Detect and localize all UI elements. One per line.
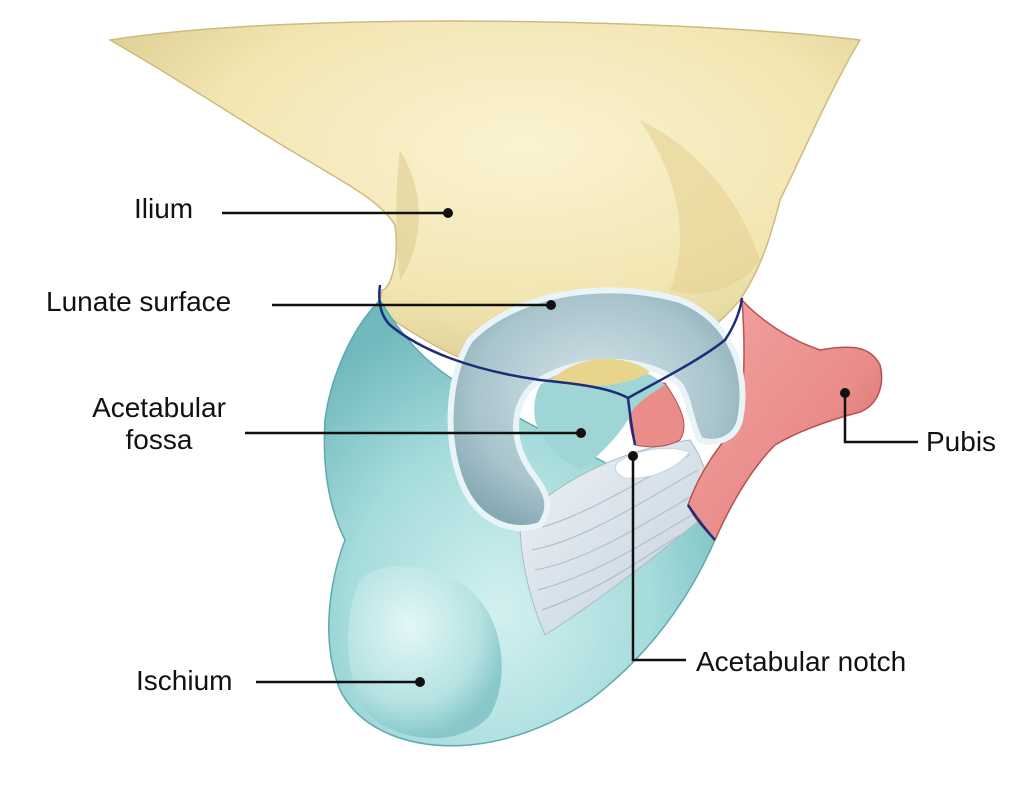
ischium-dot	[415, 677, 425, 687]
label-pubis: Pubis	[926, 426, 997, 457]
fossa-yellow-area	[552, 358, 650, 386]
label-ilium: Ilium	[134, 193, 194, 224]
suture-lines	[378, 284, 744, 541]
acetabular-fossa	[534, 366, 665, 470]
ilium-shading-2	[396, 150, 419, 280]
pubis-dot	[840, 388, 850, 398]
label-acetabular-fossa-line2: fossa	[125, 424, 193, 455]
lunate-dot	[546, 300, 556, 310]
ilium-shading	[640, 120, 760, 294]
ischial-tuberosity	[348, 566, 502, 739]
ilium-dot	[443, 208, 453, 218]
label-acetabular-fossa-line1: Acetabular	[92, 392, 226, 423]
label-ischium: Ischium	[136, 665, 233, 696]
leader-dots	[415, 208, 850, 687]
label-acetabular-fossa: Acetabular fossa	[74, 392, 244, 456]
notch-dot	[628, 451, 638, 461]
label-acetabular-notch: Acetabular notch	[696, 646, 907, 677]
leader-lines	[222, 211, 918, 684]
fossa-dot	[576, 428, 586, 438]
label-lunate-surface: Lunate surface	[46, 286, 232, 317]
